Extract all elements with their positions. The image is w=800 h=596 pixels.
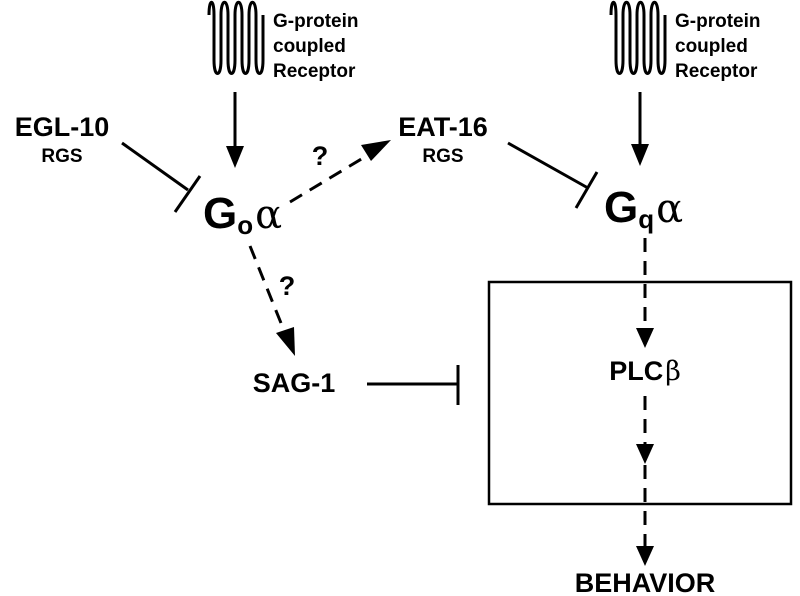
arrow-gq-to-plc-head	[636, 328, 654, 348]
eat16-type: RGS	[422, 146, 463, 167]
inhibit-egl10-to-go	[121, 141, 189, 192]
arrow-go-to-sag1-head	[276, 327, 295, 356]
inhibit-egl10-to-go-bar	[173, 175, 202, 213]
receptor-right-label: G-protein coupled Receptor	[675, 11, 766, 82]
question-go-sag1: ?	[279, 271, 296, 301]
receptor-left-icon	[207, 0, 265, 75]
arrow-go-to-eat16	[289, 153, 369, 204]
gq-alpha-node: Gqα	[604, 183, 683, 234]
inhibit-eat16-to-gq-bar	[574, 171, 599, 209]
receptor-right-icon	[609, 0, 667, 75]
behavior-node: BEHAVIOR	[575, 568, 716, 596]
plc-pathway-box	[487, 280, 793, 506]
arrow-receptor-to-gq-head	[631, 144, 649, 166]
sag1-node: SAG-1	[253, 368, 336, 398]
arrow-go-to-eat16-head	[361, 140, 391, 161]
egl10-type: RGS	[41, 146, 82, 167]
eat16-name: EAT-16	[398, 112, 488, 142]
plc-beta-node: PLCβ	[609, 356, 681, 387]
go-alpha-node: Goα	[203, 189, 282, 240]
egl10-name: EGL-10	[15, 112, 110, 142]
arrow-plc-to-behavior-mid-head	[636, 444, 654, 464]
receptor-left-label: G-protein coupled Receptor	[273, 11, 364, 82]
question-go-eat16: ?	[312, 141, 329, 171]
inhibit-eat16-to-gq	[507, 141, 589, 190]
arrow-plc-to-behavior-head	[636, 546, 654, 566]
arrow-go-to-sag1	[248, 245, 287, 334]
arrow-receptor-to-go-head	[226, 146, 244, 168]
